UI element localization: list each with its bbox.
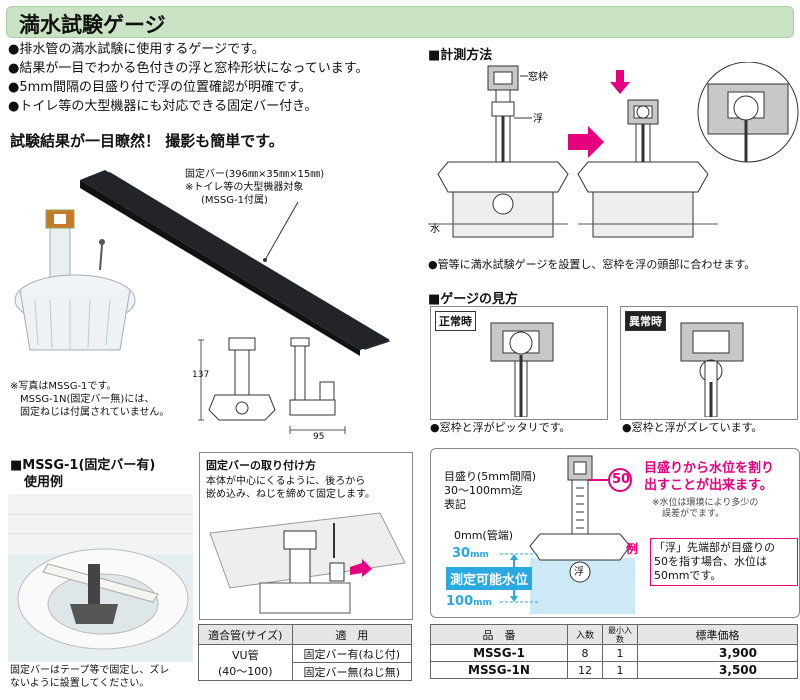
headline: 試験結果が一目瞭然！ 撮影も簡単です。 [10, 132, 284, 150]
mark-30: 30mm [452, 546, 489, 561]
table-row: MSSG-1N 12 1 3,500 [430, 661, 798, 679]
price-header: 標準価格 [637, 624, 798, 645]
attach-heading: 固定バーの取り付け方 [206, 459, 316, 472]
pipe-size: VU管 (40～100) [198, 644, 293, 681]
example-box: 「浮」先端部が目盛りの 50を指す場合、水位は 50mmです。 [650, 538, 798, 586]
view-heading: ■ゲージの見方 [428, 292, 519, 307]
float-char: 浮 [574, 567, 584, 578]
scale-note: 目盛り(5mm間隔) 30～100mm迄 表記 [444, 470, 537, 511]
pipe-table: 適合管(サイズ) 適 用 VU管 (40～100) 固定バー有(ねじ付) 固定バ… [198, 624, 413, 681]
use-cell: 固定バー無(ねじ無) [291, 662, 413, 681]
measure-diagram: 窓枠 浮 水 [428, 62, 799, 238]
float-label: 浮 [533, 113, 543, 125]
normal-panel: 正常時 [430, 306, 608, 420]
feature-item: ●5mm間隔の目盛り付で浮の位置確認が明確です。 [8, 80, 312, 95]
pink-note: 目盛りから水位を割り 出すことが出来ます。 [644, 461, 775, 493]
scale-marker: 50 [612, 472, 631, 487]
feature-item: ●排水管の満水試験に使用するゲージです。 [8, 42, 265, 57]
window-label: 窓枠 [528, 70, 548, 83]
dimension-drawing [198, 337, 346, 434]
warn-note: ※水位は環境により多少の 誤差がでます。 [652, 498, 759, 519]
table-row: MSSG-1 8 1 3,900 [430, 644, 798, 662]
product-photo [14, 170, 390, 356]
use-header: 適 用 [291, 624, 413, 645]
measure-caption: ●管等に満水試験ゲージを設置し、窓枠を浮の頭部に合わせます。 [428, 258, 756, 271]
usage-heading: ■MSSG-1(固定バー有) 使用例 [10, 458, 156, 490]
product-table: 品 番 入数 最小入数 標準価格 MSSG-1 8 1 3,900 MSSG-1… [430, 624, 798, 679]
normal-label: 正常時 [435, 311, 476, 331]
attach-diagram [209, 512, 406, 614]
measure-heading: ■計測方法 [428, 48, 493, 63]
zero-label: 0mm(管端) [454, 529, 514, 542]
photo-note: ※写真はMSSG-1です。 MSSG-1N(固定バー無)には、 固定ねじは付属さ… [10, 381, 170, 418]
dim-height: 137 [192, 370, 210, 380]
abnormal-gauge-icon [680, 322, 744, 417]
example-tag: 例 [626, 542, 639, 556]
normal-caption: ●窓枠と浮がピッタリです。 [430, 421, 571, 434]
abnormal-caption: ●窓枠と浮がズレています。 [622, 421, 763, 434]
title-bar: 満水試験ゲージ [6, 6, 794, 38]
qty-header: 入数 [567, 624, 603, 645]
abnormal-panel: 異常時 [620, 306, 798, 420]
code-header: 品 番 [430, 624, 568, 645]
mark-100: 100mm [446, 594, 492, 609]
attach-panel: 固定バーの取り付け方 本体が中心にくるように、後ろから 嵌め込み、ねじを締めて固… [199, 452, 413, 620]
dim-width: 95 [313, 432, 325, 442]
pipe-header: 適合管(サイズ) [198, 624, 293, 645]
page-title: 満水試験ゲージ [19, 13, 166, 37]
feature-list: ●排水管の満水試験に使用するゲージです。 ●結果が一目でわかる色付きの浮と窓枠形… [8, 40, 368, 116]
normal-gauge-icon [490, 322, 554, 417]
range-label: 測定可能水位 [446, 567, 533, 590]
usage-caption: 固定バーはテープ等で固定し、ズレ ないように設置してください。 [10, 665, 170, 689]
feature-item: ●結果が一目でわかる色付きの浮と窓枠形状になっています。 [8, 61, 369, 76]
feature-item: ●トイレ等の大型機器にも対応できる固定バー付き。 [8, 99, 318, 114]
water-label: 水 [430, 223, 440, 235]
attach-text: 本体が中心にくるように、後ろから 嵌め込み、ねじを締めて固定します。 [206, 476, 375, 500]
usage-photo [8, 494, 193, 662]
abnormal-label: 異常時 [625, 311, 666, 331]
min-header: 最小入数 [602, 624, 638, 645]
scale-diagram [500, 455, 635, 614]
fixbar-note: 固定バー(396㎜×35㎜×15㎜) ※トイレ等の大型機器対象 (MSSG-1付… [185, 169, 325, 206]
use-cell: 固定バー有(ねじ付) [291, 644, 413, 663]
